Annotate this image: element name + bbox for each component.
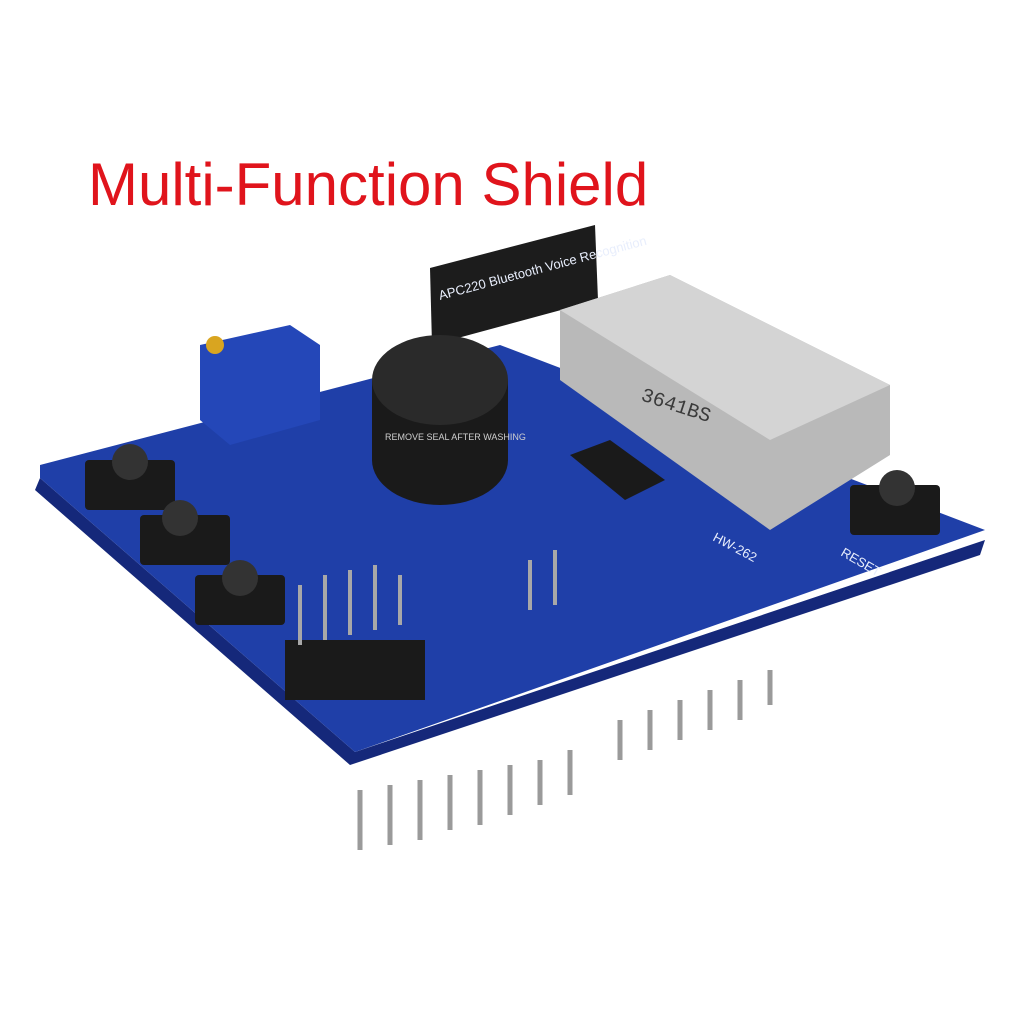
buzzer — [372, 335, 508, 505]
potentiometer — [200, 325, 320, 445]
product-title: Multi-Function Shield — [88, 151, 649, 218]
shift-register-ic — [570, 440, 665, 500]
female-header — [430, 225, 598, 345]
push-buttons — [85, 444, 940, 625]
male-headers — [285, 550, 557, 700]
bottom-pins — [357, 670, 773, 850]
buzzer-sticker: REMOVE SEAL AFTER WASHING — [385, 432, 526, 442]
seven-segment-display: 3641BS — [560, 275, 890, 530]
pcb-edge — [35, 478, 985, 765]
